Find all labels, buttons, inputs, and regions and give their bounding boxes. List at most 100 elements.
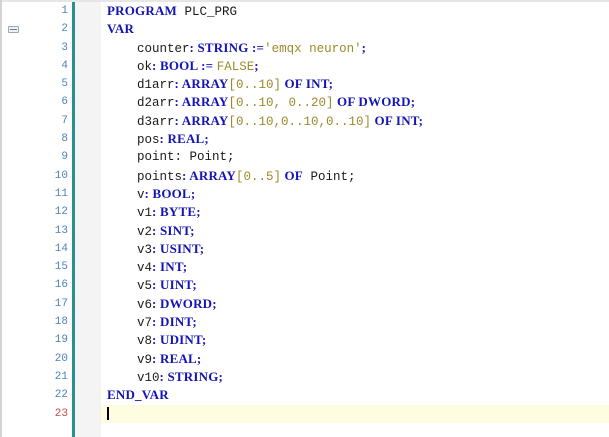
keyword-token: : STRING;: [159, 368, 224, 384]
identifier-token: v: [107, 187, 145, 202]
line-number: 12: [54, 206, 68, 219]
code-line[interactable]: v7: DINT;: [101, 313, 609, 331]
line-number: 2: [61, 23, 68, 36]
identifier-token: v7: [107, 316, 153, 331]
identifier-token: v9: [107, 352, 153, 367]
line-number: 11: [54, 187, 68, 200]
identifier-token: v8: [107, 334, 153, 349]
keyword-token: : DWORD;: [152, 295, 217, 311]
keyword-token: : SINT;: [152, 222, 195, 238]
keyword-token: OF DWORD;: [333, 94, 416, 110]
code-line[interactable]: v3: USINT;: [101, 240, 609, 258]
identifier-token: v10: [107, 370, 160, 385]
line-number: 7: [61, 114, 68, 127]
line-number: 4: [61, 59, 68, 72]
line-number: 5: [61, 78, 68, 91]
code-line[interactable]: v10: STRING;: [101, 368, 609, 386]
keyword-token: : DINT;: [152, 314, 197, 330]
line-number: 6: [61, 96, 68, 109]
line-number: 13: [54, 224, 68, 237]
line-number: 17: [54, 297, 68, 310]
identifier-token: pos: [107, 133, 160, 148]
code-line[interactable]: v8: UDINT;: [101, 331, 609, 349]
line-number: 16: [54, 279, 68, 292]
code-line[interactable]: VAR: [101, 20, 609, 38]
keyword-token: : REAL;: [152, 350, 202, 366]
literal-token: [0..10, 0..20]: [228, 96, 334, 111]
code-line[interactable]: d1arr: ARRAY[0..10] OF INT;: [101, 75, 609, 93]
keyword-token: OF: [281, 167, 303, 183]
code-line[interactable]: d3arr: ARRAY[0..10,0..10,0..10] OF INT;: [101, 112, 609, 130]
line-number: 19: [54, 334, 68, 347]
identifier-token: v3: [107, 242, 153, 257]
collapse-minus-icon[interactable]: [8, 26, 19, 33]
keyword-token: : REAL;: [159, 131, 209, 147]
keyword-token: : UINT;: [152, 277, 197, 293]
line-number: 18: [54, 316, 68, 329]
line-number: 22: [54, 389, 68, 402]
code-line[interactable]: pos: REAL;: [101, 130, 609, 148]
keyword-token: OF INT;: [281, 76, 334, 92]
code-line[interactable]: point: Point;: [101, 148, 609, 166]
literal-token: [0..10,0..10,0..10]: [228, 114, 372, 129]
code-line[interactable]: v4: INT;: [101, 258, 609, 276]
keyword-token: VAR: [107, 21, 135, 37]
code-line[interactable]: v1: BYTE;: [101, 203, 609, 221]
line-number-gutter: [2, 2, 72, 437]
keyword-token: OF INT;: [371, 112, 424, 128]
identifier-token: v2: [107, 224, 153, 239]
line-number: 20: [54, 352, 68, 365]
keyword-token: : ARRAY: [174, 112, 229, 128]
keyword-token: : ARRAY: [182, 167, 237, 183]
line-number: 15: [54, 261, 68, 274]
keyword-token: : STRING :=: [189, 39, 265, 55]
code-line[interactable]: v: BOOL;: [101, 185, 609, 203]
window-left-border: [0, 0, 2, 437]
identifier-token: d2arr: [107, 96, 175, 111]
code-line[interactable]: d2arr: ARRAY[0..10, 0..20] OF DWORD;: [101, 93, 609, 111]
keyword-token: : UDINT;: [152, 332, 207, 348]
keyword-token: : BOOL :=: [152, 57, 217, 73]
code-line[interactable]: v6: DWORD;: [101, 295, 609, 313]
text-cursor: [107, 406, 109, 420]
change-indicator-bar: [72, 2, 75, 437]
identifier-token: counter: [107, 41, 190, 56]
literal-token: 'emqx neuron': [264, 41, 362, 56]
identifier-token: v5: [107, 279, 153, 294]
identifier-token: points: [107, 169, 183, 184]
code-line[interactable]: v2: SINT;: [101, 222, 609, 240]
current-code-line[interactable]: [101, 404, 609, 423]
code-line[interactable]: END_VAR: [101, 386, 609, 404]
code-line[interactable]: v5: UINT;: [101, 276, 609, 294]
line-number: 3: [61, 41, 68, 54]
line-number: 1: [61, 5, 68, 17]
keyword-token: : ARRAY: [174, 76, 229, 92]
identifier-token: ok: [107, 59, 153, 74]
literal-token: FALSE: [216, 59, 255, 74]
line-number: 8: [61, 133, 68, 146]
identifier-token: v4: [107, 261, 153, 276]
identifier-token: d1arr: [107, 78, 175, 93]
identifier-token: point: Point;: [107, 150, 235, 165]
code-line[interactable]: v9: REAL;: [101, 350, 609, 368]
code-line[interactable]: PROGRAM PLC_PRG: [101, 2, 609, 20]
identifier-token: d3arr: [107, 114, 175, 129]
identifier-token: Point;: [302, 169, 356, 184]
line-number: 14: [54, 242, 68, 255]
line-number: 9: [61, 151, 68, 164]
line-number: 10: [54, 169, 68, 182]
identifier-token: v1: [107, 206, 153, 221]
fold-margin: [75, 2, 101, 437]
code-line[interactable]: ok: BOOL := FALSE;: [101, 57, 609, 75]
window-top-border: [0, 0, 609, 2]
keyword-token: PROGRAM: [107, 3, 177, 18]
keyword-token: : BOOL;: [144, 185, 196, 201]
keyword-token: ;: [254, 57, 259, 73]
keyword-token: : BYTE;: [152, 204, 201, 220]
code-line[interactable]: points: ARRAY[0..5] OF Point;: [101, 167, 609, 185]
code-line[interactable]: counter: STRING :='emqx neuron';: [101, 39, 609, 57]
keyword-token: : ARRAY: [174, 94, 229, 110]
keyword-token: : INT;: [152, 259, 188, 275]
